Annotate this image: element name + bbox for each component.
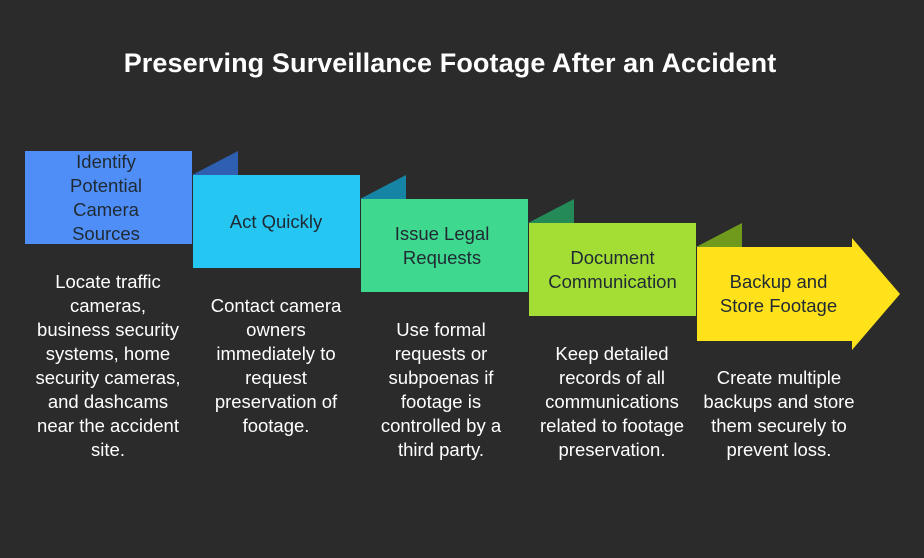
step-3-block bbox=[361, 199, 528, 292]
step-1-fold bbox=[192, 151, 238, 175]
step-4-description: Keep detailed records of all communicati… bbox=[540, 343, 684, 460]
step-3-fold bbox=[528, 199, 574, 223]
step-3-description: Use formal requests or subpoenas if foot… bbox=[380, 319, 502, 460]
step-5-label: Backup and Store Footage bbox=[719, 271, 838, 316]
step-2-label: Act Quickly bbox=[229, 210, 323, 232]
step-5-description: Create multiple backups and store them s… bbox=[703, 367, 855, 460]
step-5-arrow bbox=[697, 238, 900, 350]
step-1-label: Identify Potential Camera Sources bbox=[70, 150, 142, 244]
step-3-label: Issue Legal Requests bbox=[394, 222, 490, 268]
step-1-description: Locate traffic cameras, business securit… bbox=[35, 271, 181, 460]
step-2-block bbox=[193, 175, 360, 268]
step-4-label: Document Communication bbox=[548, 246, 677, 292]
step-4-block bbox=[529, 223, 696, 316]
step-1-block bbox=[25, 151, 192, 244]
diagram-title: Preserving Surveillance Footage After an… bbox=[123, 48, 777, 78]
step-2-description: Contact camera owners immediately to req… bbox=[210, 295, 342, 436]
step-4-fold bbox=[696, 223, 742, 247]
step-2-fold bbox=[360, 175, 406, 199]
